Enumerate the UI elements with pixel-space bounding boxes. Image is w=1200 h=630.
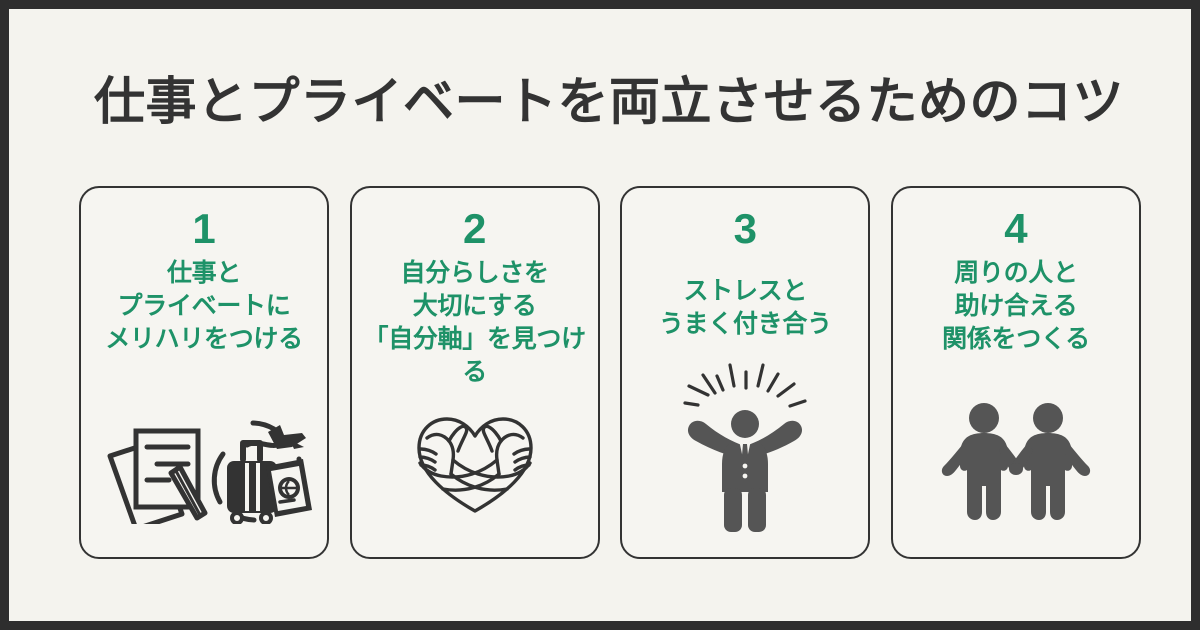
card-4-icon-wrap <box>893 400 1139 529</box>
card-1[interactable]: 1 仕事と プライベートに メリハリをつける <box>79 186 329 559</box>
card-3-line-1: ストレスと <box>683 277 808 305</box>
card-2-icon-wrap <box>352 410 598 523</box>
hands-heart-hug-icon <box>405 410 545 523</box>
card-2-line-1: 自分らしさを <box>400 259 550 287</box>
card-3-number: 3 <box>733 205 757 252</box>
person-arms-raised-icon <box>670 362 820 539</box>
card-4-line-1: 周りの人と <box>954 259 1078 287</box>
card-1-line-3: メリハリをつける <box>105 325 303 353</box>
card-2-text: 自分らしさを 大切にする 「自分軸」を見つける <box>352 257 598 389</box>
card-1-text: 仕事と プライベートに メリハリをつける <box>105 257 303 356</box>
card-4-text: 周りの人と 助け合える 関係をつくる <box>942 257 1090 356</box>
card-4-line-2: 助け合える <box>954 292 1078 320</box>
card-2-line-2: 大切にする <box>412 292 537 320</box>
card-3-line-2: うまく付き合う <box>658 310 832 338</box>
card-2-line-3: 「自分軸」を見つける <box>363 325 587 386</box>
card-4-number: 4 <box>1004 205 1028 252</box>
card-3[interactable]: 3 ストレスと うまく付き合う <box>620 186 871 559</box>
card-1-number: 1 <box>192 205 216 252</box>
page-title: 仕事とプライベートを両立させるためのコツ <box>93 73 1124 130</box>
card-1-line-2: プライベートに <box>117 292 291 320</box>
card-2-number: 2 <box>462 205 487 252</box>
card-1-icon-wrap <box>81 414 327 532</box>
cards-row: 1 仕事と プライベートに メリハリをつける <box>79 186 1141 559</box>
card-3-text: ストレスと うまく付き合う <box>659 275 832 341</box>
card-4[interactable]: 4 周りの人と 助け合える 関係をつくる <box>890 186 1141 559</box>
two-people-holding-hands-icon <box>936 400 1096 529</box>
card-2[interactable]: 2 自分らしさを 大切にする 「自分軸」を見つける <box>349 186 600 559</box>
documents-and-travel-icon <box>94 414 314 532</box>
card-1-line-1: 仕事と <box>166 259 242 287</box>
card-4-line-3: 関係をつくる <box>942 325 1090 353</box>
card-3-icon-wrap <box>622 362 868 539</box>
